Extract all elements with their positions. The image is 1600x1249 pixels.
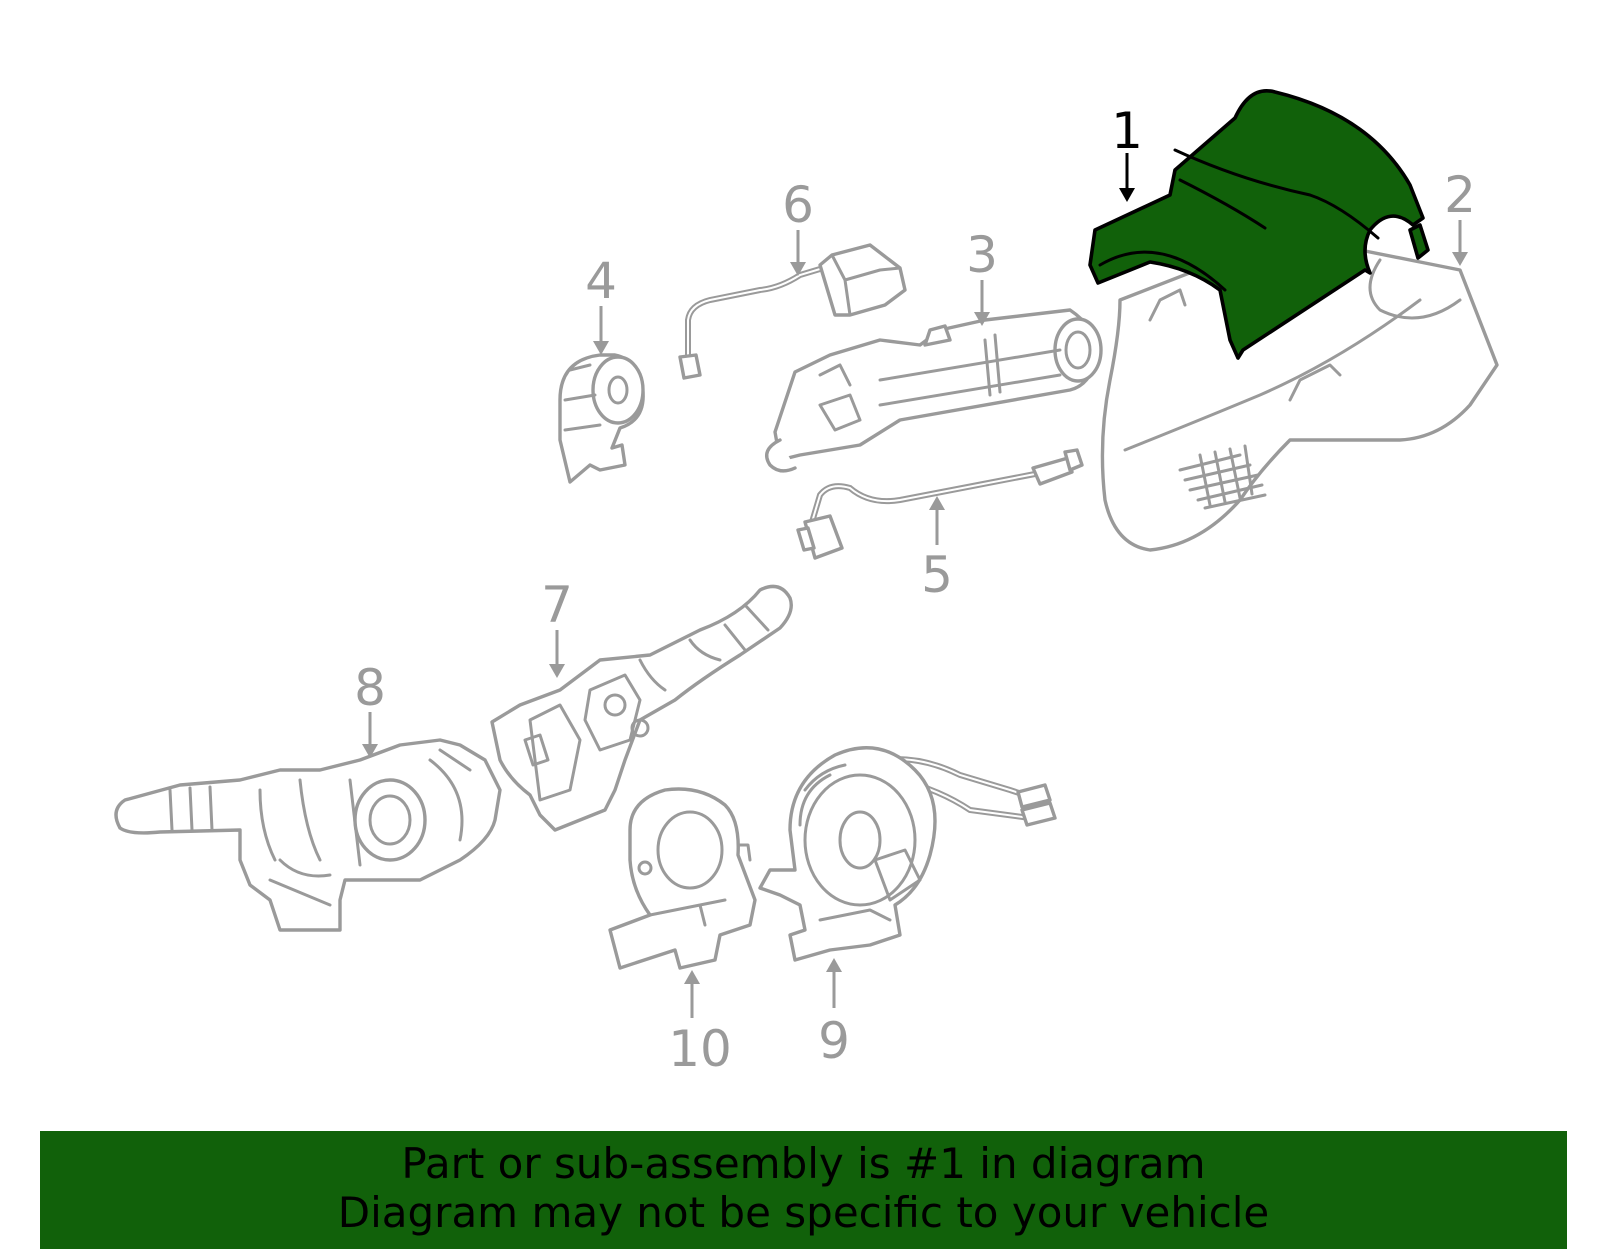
callout-9: 9 [818,958,850,1070]
part-2-lower-column-cover[interactable] [1100,228,1499,552]
callout-label-10: 10 [668,1020,732,1078]
callout-label-4: 4 [585,252,617,310]
callout-label-2: 2 [1444,166,1476,224]
caption-banner: Part or sub-assembly is #1 in diagram Di… [40,1131,1567,1249]
part-6-sensor-with-wire[interactable] [678,243,907,380]
part-3-ignition-lock-housing[interactable] [765,308,1103,473]
part-5-wire-harness[interactable] [796,448,1084,560]
part-1-upper-column-cover[interactable] [1088,89,1430,360]
callout-4: 4 [585,252,617,355]
callout-label-9: 9 [818,1012,850,1070]
callout-label-1: 1 [1111,102,1143,160]
callout-6: 6 [782,176,814,276]
callout-label-8: 8 [354,659,386,717]
callout-5: 5 [921,496,953,604]
caption-line-1: Part or sub-assembly is #1 in diagram [401,1139,1206,1188]
callout-1: 1 [1111,102,1143,202]
callout-label-5: 5 [921,546,953,604]
part-8-light-switch[interactable] [114,738,502,932]
callout-10: 10 [668,970,732,1078]
callout-label-7: 7 [541,576,573,634]
part-9-clock-spring[interactable] [758,746,1057,962]
callout-2: 2 [1444,166,1476,266]
part-7-combination-switch[interactable] [490,584,793,832]
callout-label-3: 3 [966,226,998,284]
callout-7: 7 [541,576,573,678]
callout-3: 3 [966,226,998,326]
callout-label-6: 6 [782,176,814,234]
part-10-steering-angle-sensor[interactable] [608,787,757,970]
part-4-lock-cylinder[interactable] [558,353,645,484]
callout-8: 8 [354,659,386,758]
caption-line-2: Diagram may not be specific to your vehi… [337,1188,1270,1237]
